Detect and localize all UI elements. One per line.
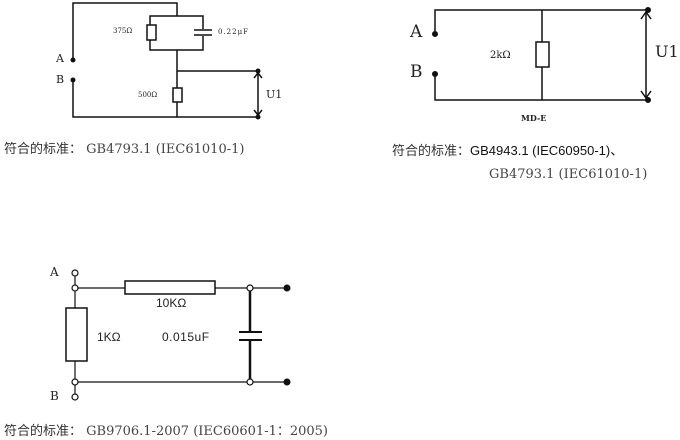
terminal-dots-1 (70, 57, 261, 120)
output-dots-3 (283, 284, 291, 386)
r-shunt-label: 1KΩ (97, 330, 121, 344)
resistor-500 (172, 87, 183, 103)
capacitor-0015uF (238, 331, 264, 341)
caption-prefix: 符合的标准： (4, 142, 83, 157)
caption-standard-2: GB4793.1 (IEC61010-1) (489, 167, 648, 182)
standard-caption-1: 符合的标准： GB4793.1 (IEC61010-1) (4, 138, 244, 157)
resistor-1k (65, 307, 88, 362)
r-label: 2kΩ (490, 50, 511, 61)
terminal-a-label: A (50, 265, 59, 279)
terminal-b-label: B (410, 62, 423, 82)
r-series-label: 10KΩ (156, 296, 187, 310)
standard-caption-2: 符合的标准：GB4943.1 (IEC60950-1)、 (392, 140, 623, 159)
caption-prefix: 符合的标准： (4, 424, 83, 439)
c1-label: 0.22μF (218, 28, 249, 36)
r2-label: 500Ω (138, 91, 158, 99)
terminal-dots-2 (432, 7, 651, 103)
terminal-a-label: A (410, 22, 423, 42)
terminal-circles-3 (71, 269, 254, 401)
u1-arrow-1 (253, 71, 263, 117)
standard-caption-3: 符合的标准： GB9706.1-2007 (IEC60601-1：2005) (4, 420, 328, 439)
caption-standard-1: GB4943.1 (IEC60950-1)、 (470, 143, 624, 158)
caption-prefix: 符合的标准： (392, 144, 471, 159)
u1-label: U1 (266, 88, 283, 101)
caption-standard: GB9706.1-2007 (IEC60601-1：2005) (86, 424, 329, 439)
terminal-b-label: B (56, 73, 65, 86)
u1-arrow-2 (640, 10, 652, 100)
caption-standard: GB4793.1 (IEC61010-1) (86, 142, 245, 157)
resistor-10k (124, 280, 216, 295)
u1-label: U1 (655, 42, 679, 61)
capacitor-022uF (194, 29, 212, 36)
circuit1-wiring (72, 2, 258, 118)
terminal-a-label: A (56, 52, 64, 65)
r1-label: 375Ω (113, 27, 133, 35)
terminal-b-label: B (50, 389, 59, 403)
resistor-2k (535, 41, 550, 68)
c-label: 0.015uF (162, 330, 210, 344)
resistor-375 (146, 24, 157, 41)
model-label: MD-E (521, 113, 547, 123)
